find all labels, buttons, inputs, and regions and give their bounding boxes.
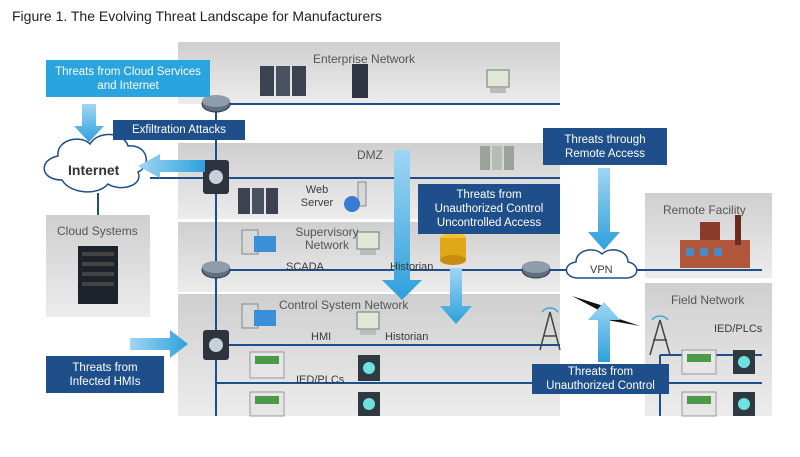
- ied-icon: [733, 392, 755, 416]
- router-icon: [201, 95, 231, 113]
- control-system-network-label: Control System Network: [279, 298, 409, 312]
- router-icon: [521, 261, 551, 279]
- field-network-label: Field Network: [671, 293, 745, 307]
- arrow-unauth-access: [440, 268, 472, 324]
- plc-icon: [249, 391, 285, 417]
- lightning-bolt-icon: [572, 296, 640, 326]
- ied-icon: [358, 392, 380, 416]
- radio-tower-icon: [539, 307, 561, 351]
- callout-unauthorized-control: Threats from Unauthorized Control: [532, 364, 669, 394]
- historian-database-icon: [440, 233, 466, 265]
- scada-workstation-icon: [241, 229, 276, 255]
- vpn-cloud: [565, 249, 638, 279]
- switch-icon: [203, 330, 229, 360]
- server-rack-icon: [238, 188, 278, 214]
- web-server-icon: [344, 181, 367, 212]
- threat-arrows: [74, 104, 620, 362]
- callout-unauthorized-access: Threats from Unauthorized Control Uncont…: [418, 184, 560, 234]
- supervisory-network-label: Supervisory Network: [295, 225, 359, 252]
- callout-exfiltration: Exfiltration Attacks: [113, 120, 245, 140]
- cloud-systems-label: Cloud Systems: [57, 224, 138, 238]
- hmi-workstation-icon: [241, 303, 276, 329]
- server-rack-icon: [480, 146, 514, 170]
- historian-control-label: Historian: [385, 331, 429, 343]
- server-tower-icon: [352, 64, 368, 98]
- arrow-infected-hmis: [130, 330, 188, 358]
- web-server-label: Web Server: [300, 184, 334, 209]
- plc-icon: [681, 391, 717, 417]
- radio-tower-icon: [649, 315, 671, 356]
- arrow-exfiltration: [138, 154, 205, 178]
- ied-plcs-control-label: IED/PLCs: [296, 374, 345, 386]
- router-icon: [201, 261, 231, 279]
- workstation-icon: [356, 311, 380, 335]
- remote-facility-building-icon: [680, 215, 750, 268]
- enterprise-network-label: Enterprise Network: [313, 52, 416, 66]
- arrow-dmz-to-control: [382, 150, 422, 300]
- plc-icon: [249, 351, 285, 379]
- scada-label: SCADA: [286, 261, 324, 273]
- internet-label: Internet: [68, 162, 120, 178]
- ied-icon: [358, 355, 380, 381]
- arrow-cloud-to-internet: [74, 104, 104, 142]
- dmz-label: DMZ: [357, 148, 383, 162]
- callout-remote-access: Threats through Remote Access: [543, 128, 667, 165]
- remote-facility-label: Remote Facility: [663, 203, 746, 217]
- arrow-remote-access: [588, 168, 620, 250]
- callout-infected-hmis: Threats from Infected HMIs: [46, 356, 164, 393]
- firewall-icon: [203, 160, 229, 194]
- figure-title: Figure 1. The Evolving Threat Landscape …: [12, 8, 382, 24]
- historian-supervisory-label: Historian: [390, 261, 434, 273]
- server-rack-icon: [260, 66, 306, 96]
- internet-cloud: [43, 133, 148, 193]
- vpn-label: VPN: [590, 264, 613, 276]
- workstation-icon: [486, 69, 510, 93]
- arrow-unauth-control: [588, 302, 620, 362]
- workstation-icon: [356, 231, 380, 255]
- cloud-server-rack-icon: [78, 246, 118, 304]
- callout-cloud-threats: Threats from Cloud Services and Internet: [46, 60, 210, 97]
- plc-icon: [681, 349, 717, 375]
- hmi-label: HMI: [311, 331, 332, 343]
- ied-icon: [733, 350, 755, 374]
- ied-plcs-field-label: IED/PLCs: [714, 323, 763, 335]
